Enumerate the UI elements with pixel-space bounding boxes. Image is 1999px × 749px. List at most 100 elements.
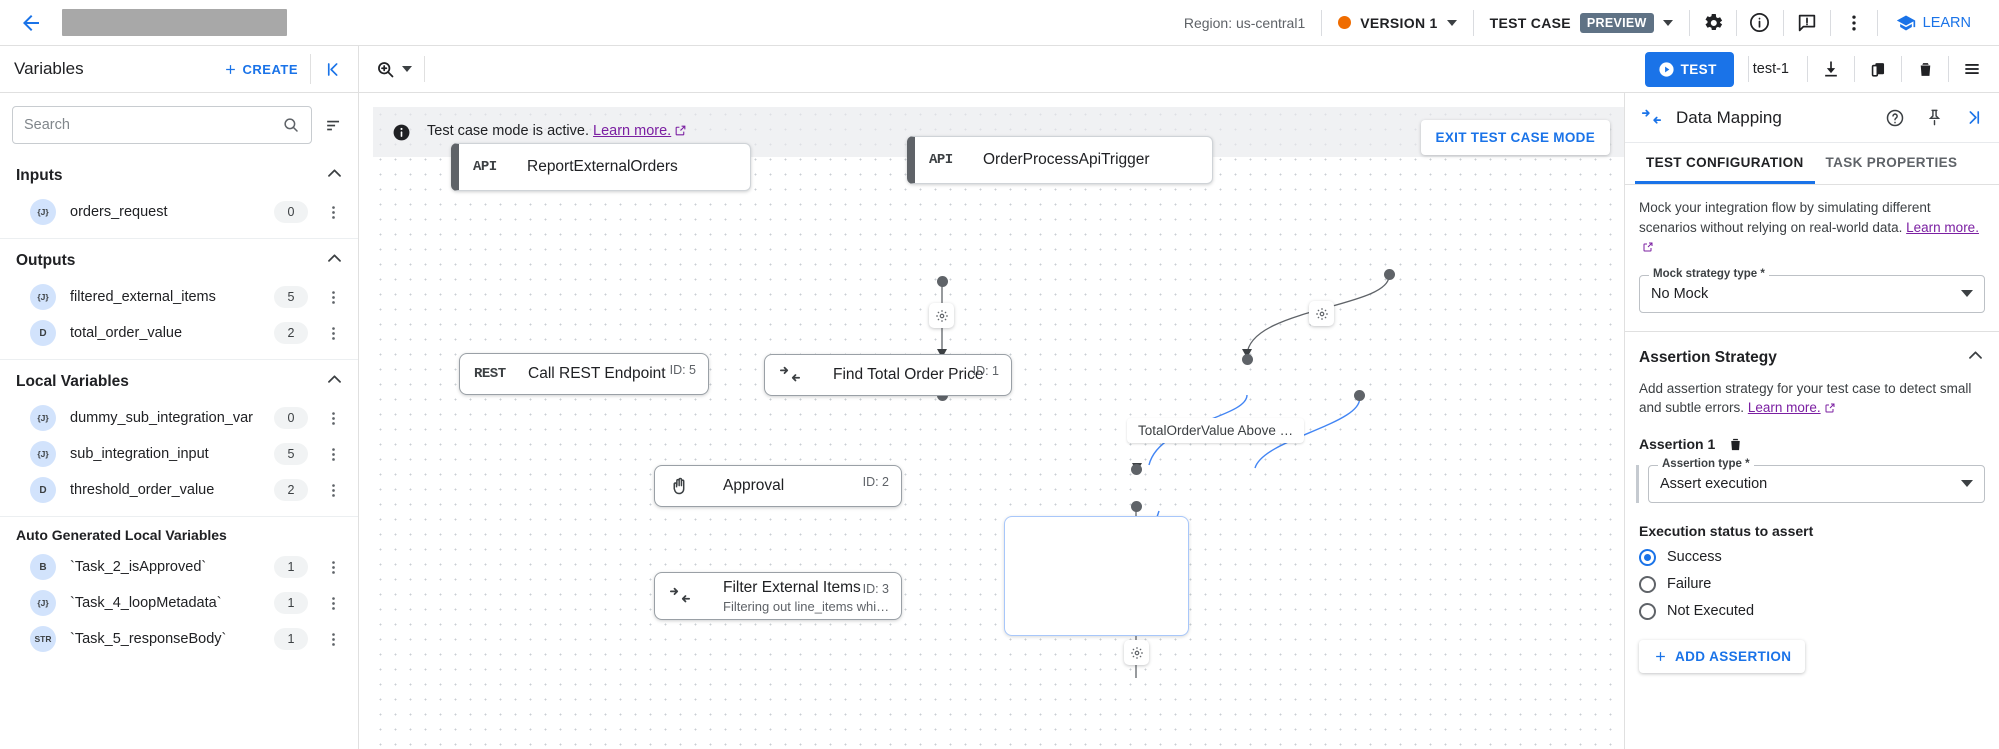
delete-assertion-button[interactable] bbox=[1727, 436, 1744, 453]
variable-row-menu-button[interactable] bbox=[322, 631, 344, 648]
variable-row-menu-button[interactable] bbox=[322, 482, 344, 499]
node-report-external-orders[interactable]: API ReportExternalOrders bbox=[451, 143, 751, 191]
divider bbox=[1688, 9, 1690, 36]
assertion-type-select[interactable]: Assertion type * Assert execution bbox=[1648, 457, 1985, 503]
node-call-rest-endpoint[interactable]: REST Call REST Endpoint ID: 5 bbox=[459, 353, 709, 395]
node-title: ReportExternalOrders bbox=[527, 158, 678, 175]
radio-option-not-executed[interactable]: Not Executed bbox=[1639, 602, 1985, 620]
expand-right-icon[interactable] bbox=[1959, 104, 1987, 132]
radio-indicator bbox=[1639, 602, 1656, 620]
help-circle-icon[interactable] bbox=[1881, 104, 1909, 132]
banner-learn-more-link[interactable]: Learn more. bbox=[593, 123, 672, 139]
tab-task-properties[interactable]: TASK PROPERTIES bbox=[1825, 154, 1958, 170]
chevron-up-icon[interactable] bbox=[325, 249, 344, 273]
section-header[interactable]: Local Variables bbox=[0, 360, 358, 400]
test-case-name: test-1 bbox=[1752, 61, 1789, 77]
download-button[interactable] bbox=[1808, 46, 1854, 92]
exit-test-case-mode-button[interactable]: EXIT TEST CASE MODE bbox=[1420, 120, 1610, 155]
variable-row-menu-button[interactable] bbox=[322, 446, 344, 463]
create-variable-button[interactable]: CREATE bbox=[223, 62, 310, 77]
mock-learn-more-link[interactable]: Learn more. bbox=[1906, 219, 1979, 235]
external-link-icon bbox=[1642, 239, 1654, 259]
variable-type-badge: {J} bbox=[30, 199, 56, 225]
radio-label: Success bbox=[1667, 549, 1722, 566]
variable-name: `Task_2_isApproved` bbox=[70, 559, 207, 575]
mock-strategy-type-select[interactable]: Mock strategy type * No Mock bbox=[1639, 267, 1985, 313]
section-header[interactable]: Outputs bbox=[0, 239, 358, 279]
collapse-sidebar-button[interactable] bbox=[310, 54, 344, 84]
assertion-section-header[interactable]: Assertion Strategy bbox=[1625, 332, 1999, 370]
divider bbox=[1829, 9, 1831, 36]
node-filter-external-items[interactable]: Filter External Items Filtering out line… bbox=[654, 572, 902, 620]
chevron-up-icon[interactable] bbox=[1966, 346, 1985, 370]
list-menu-button[interactable] bbox=[1949, 46, 1995, 92]
edge-condition-label[interactable]: TotalOrderValue Above … bbox=[1127, 418, 1305, 443]
delete-button[interactable] bbox=[1902, 46, 1948, 92]
section-header[interactable]: Inputs bbox=[0, 154, 358, 194]
variable-row-menu-button[interactable] bbox=[322, 559, 344, 576]
zoom-control[interactable] bbox=[375, 56, 425, 82]
radio-label: Failure bbox=[1667, 576, 1712, 593]
test-button[interactable]: TEST bbox=[1644, 51, 1734, 87]
create-label: CREATE bbox=[242, 61, 298, 77]
variable-row-menu-button[interactable] bbox=[322, 204, 344, 221]
search-input[interactable] bbox=[24, 117, 274, 133]
copy-button[interactable] bbox=[1855, 46, 1901, 92]
redacted-integration-title bbox=[62, 9, 287, 36]
divider bbox=[1948, 56, 1949, 82]
variable-row[interactable]: {J}`Task_4_loopMetadata`1 bbox=[0, 585, 358, 621]
edge-config-gear-icon[interactable] bbox=[929, 303, 954, 328]
tab-test-configuration[interactable]: TEST CONFIGURATION bbox=[1635, 143, 1815, 184]
variable-type-badge: {J} bbox=[30, 405, 56, 431]
section-header[interactable]: Auto Generated Local Variables bbox=[0, 517, 358, 549]
edge-config-gear-icon[interactable] bbox=[1309, 301, 1334, 326]
pin-icon[interactable] bbox=[1920, 104, 1948, 132]
assertion-learn-more-link[interactable]: Learn more. bbox=[1747, 400, 1821, 416]
variable-name: `Task_5_responseBody` bbox=[70, 631, 227, 647]
chevron-up-icon[interactable] bbox=[325, 164, 344, 188]
variable-row-menu-button[interactable] bbox=[322, 289, 344, 306]
node-order-process-api-trigger[interactable]: API OrderProcessApiTrigger bbox=[907, 136, 1213, 184]
variable-row-menu-button[interactable] bbox=[322, 595, 344, 612]
radio-option-failure[interactable]: Failure bbox=[1639, 575, 1985, 593]
info-button[interactable] bbox=[1737, 0, 1783, 46]
selected-node-placeholder[interactable] bbox=[1004, 516, 1189, 636]
test-case-selector[interactable]: TEST CASE PREVIEW bbox=[1474, 12, 1689, 33]
variable-type-badge: {J} bbox=[30, 441, 56, 467]
variable-row-menu-button[interactable] bbox=[322, 410, 344, 427]
more-options-button[interactable] bbox=[1831, 0, 1877, 46]
connector-dot bbox=[1131, 501, 1142, 512]
node-id-label: ID: 1 bbox=[972, 364, 999, 378]
version-selector[interactable]: VERSION 1 bbox=[1322, 15, 1472, 31]
flow-canvas[interactable]: Test case mode is active. Learn more. EX… bbox=[359, 93, 1624, 749]
variable-row-menu-button[interactable] bbox=[322, 325, 344, 342]
back-arrow-icon[interactable] bbox=[14, 6, 48, 40]
mapping-icon bbox=[669, 585, 723, 607]
mock-section: Mock your integration flow by simulating… bbox=[1625, 185, 1999, 313]
assertion-section-body: Add assertion strategy for your test cas… bbox=[1625, 370, 1999, 673]
node-find-total-order-price[interactable]: Find Total Order Price ID: 1 bbox=[764, 354, 1012, 396]
search-box[interactable] bbox=[12, 106, 312, 144]
settings-button[interactable] bbox=[1690, 0, 1736, 46]
variable-type-badge: D bbox=[30, 477, 56, 503]
variable-name: filtered_external_items bbox=[70, 289, 216, 305]
radio-option-success[interactable]: Success bbox=[1639, 548, 1985, 566]
variable-count-badge: 0 bbox=[274, 201, 308, 223]
add-assertion-button[interactable]: ADD ASSERTION bbox=[1639, 639, 1806, 673]
sort-button[interactable] bbox=[320, 116, 346, 135]
variable-row[interactable]: STR`Task_5_responseBody`1 bbox=[0, 621, 358, 657]
edge-config-gear-icon[interactable] bbox=[1124, 640, 1149, 665]
feedback-button[interactable] bbox=[1784, 0, 1830, 46]
chevron-up-icon[interactable] bbox=[325, 370, 344, 394]
learn-button[interactable]: LEARN bbox=[1878, 13, 1985, 33]
variable-row[interactable]: B`Task_2_isApproved`1 bbox=[0, 549, 358, 585]
node-approval[interactable]: Approval ID: 2 bbox=[654, 465, 902, 507]
canvas-grid bbox=[373, 107, 1624, 749]
divider bbox=[1472, 9, 1474, 36]
